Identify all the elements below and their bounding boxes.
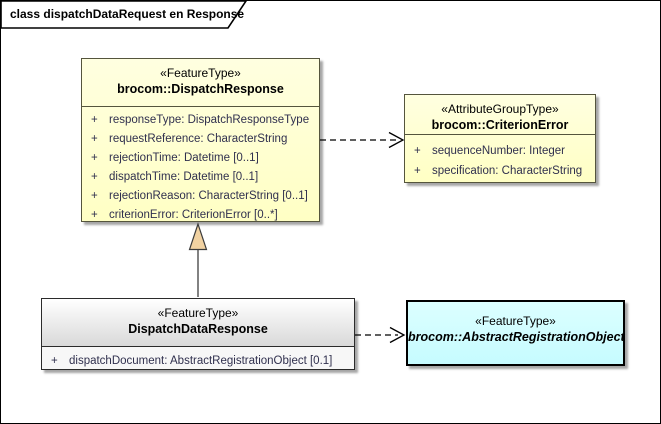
class-name: DispatchDataResponse bbox=[128, 322, 268, 336]
diagram-frame-title: class dispatchDataRequest en Response bbox=[10, 7, 245, 21]
attribute-text: rejectionTime: Datetime [0..1] bbox=[109, 151, 259, 164]
class-stereotype: «FeatureType» bbox=[160, 66, 241, 80]
attribute-text: rejectionReason: CharacterString [0..1] bbox=[109, 189, 308, 202]
attribute-text: sequenceNumber: Integer bbox=[432, 145, 565, 157]
visibility-marker: + bbox=[414, 165, 421, 177]
visibility-marker: + bbox=[414, 145, 421, 157]
visibility-marker: + bbox=[91, 208, 98, 221]
attribute-row[interactable]: + sequenceNumber: Integer bbox=[405, 141, 595, 161]
attribute-text: specification: CharacterString bbox=[432, 165, 583, 177]
visibility-marker: + bbox=[91, 113, 98, 126]
attribute-row[interactable]: + specification: CharacterString bbox=[405, 161, 595, 181]
attribute-text: requestReference: CharacterString bbox=[109, 132, 288, 145]
attributes-compartment: + responseType: DispatchResponseType + r… bbox=[82, 107, 319, 224]
class-header: «FeatureType» DispatchDataResponse bbox=[42, 299, 354, 346]
class-box-criterion-error[interactable]: «AttributeGroupType» brocom::CriterionEr… bbox=[404, 94, 596, 183]
visibility-marker: + bbox=[91, 189, 98, 202]
dependency-connector-criterion-error[interactable] bbox=[320, 131, 405, 149]
open-arrowhead-icon bbox=[388, 131, 405, 149]
attribute-row[interactable]: + dispatchDocument: AbstractRegistration… bbox=[42, 350, 354, 372]
dependency-connector-abstract-registration[interactable] bbox=[355, 326, 406, 344]
attribute-text: dispatchTime: Datetime [0..1] bbox=[109, 170, 259, 183]
class-header: «FeatureType» brocom::AbstractRegistrati… bbox=[408, 302, 625, 346]
class-stereotype: «FeatureType» bbox=[157, 306, 239, 320]
generalization-connector[interactable] bbox=[188, 222, 208, 297]
visibility-marker: + bbox=[91, 170, 98, 183]
class-box-dispatch-data-response[interactable]: «FeatureType» DispatchDataResponse + dis… bbox=[41, 298, 355, 370]
class-header: «FeatureType» brocom::DispatchResponse bbox=[82, 59, 319, 106]
compartment-divider bbox=[42, 346, 354, 347]
attribute-text: criterionError: CriterionError [0..*] bbox=[109, 208, 278, 221]
visibility-marker: + bbox=[51, 355, 58, 367]
attribute-row[interactable]: + requestReference: CharacterString bbox=[82, 129, 319, 148]
visibility-marker: + bbox=[91, 132, 98, 145]
class-box-dispatch-response[interactable]: «FeatureType» brocom::DispatchResponse +… bbox=[81, 58, 320, 222]
compartment-divider bbox=[405, 134, 595, 135]
class-box-abstract-registration-object[interactable]: «FeatureType» brocom::AbstractRegistrati… bbox=[406, 300, 625, 366]
class-header: «AttributeGroupType» brocom::CriterionEr… bbox=[405, 95, 595, 134]
attribute-row[interactable]: + rejectionReason: CharacterString [0..1… bbox=[82, 186, 319, 205]
open-arrowhead-icon bbox=[389, 326, 406, 344]
compartment-divider bbox=[82, 106, 319, 107]
attribute-text: dispatchDocument: AbstractRegistrationOb… bbox=[69, 355, 333, 367]
attribute-row[interactable]: + criterionError: CriterionError [0..*] bbox=[82, 205, 319, 224]
attributes-compartment: + sequenceNumber: Integer + specificatio… bbox=[405, 135, 595, 181]
attribute-row[interactable]: + responseType: DispatchResponseType bbox=[82, 110, 319, 129]
attribute-row[interactable]: + rejectionTime: Datetime [0..1] bbox=[82, 148, 319, 167]
attribute-text: responseType: DispatchResponseType bbox=[109, 113, 310, 126]
class-name: brocom::CriterionError bbox=[431, 118, 569, 132]
class-stereotype: «AttributeGroupType» bbox=[441, 102, 559, 116]
visibility-marker: + bbox=[91, 151, 98, 164]
generalization-triangle-icon bbox=[188, 222, 208, 251]
attributes-compartment: + dispatchDocument: AbstractRegistration… bbox=[42, 347, 354, 372]
attribute-row[interactable]: + dispatchTime: Datetime [0..1] bbox=[82, 167, 319, 186]
class-name: brocom::AbstractRegistrationObject bbox=[408, 330, 625, 344]
class-name: brocom::DispatchResponse bbox=[117, 82, 284, 96]
class-stereotype: «FeatureType» bbox=[475, 314, 556, 328]
